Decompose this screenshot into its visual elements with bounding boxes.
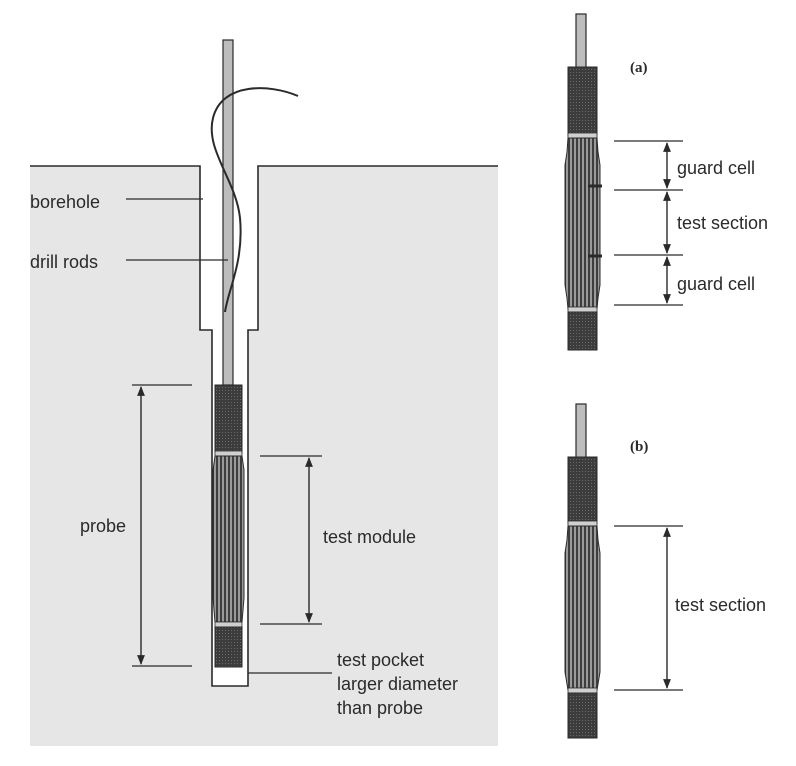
- probe-a-top-collar: [567, 66, 598, 137]
- borehole-outline: [30, 165, 498, 687]
- label-test-pocket-2: larger diameter: [337, 674, 458, 694]
- probe-a-label-guard-bottom: guard cell: [677, 274, 755, 294]
- probe-top-collar: [214, 384, 243, 454]
- probe-b-rod: [575, 403, 587, 460]
- probe-a-membrane: [564, 137, 601, 310]
- label-probe: probe: [80, 516, 126, 536]
- test-module-membrane: [212, 455, 245, 623]
- probe-b-tag: (b): [630, 439, 648, 455]
- probe-a-bottom-collar: [567, 311, 598, 351]
- probe-bottom-collar: [214, 626, 243, 668]
- probe-b-bottom-band: [567, 687, 598, 694]
- probe-top-band: [214, 450, 243, 457]
- probe-b-top-band: [567, 520, 598, 527]
- probe-a-label-guard-top: guard cell: [677, 158, 755, 178]
- probe-b-label-test-section: test section: [675, 595, 766, 615]
- label-drill-rods: drill rods: [30, 252, 98, 272]
- cable: [210, 87, 299, 313]
- probe-b-figure: (b) test section: [564, 403, 766, 739]
- probe-bottom-band: [214, 621, 243, 628]
- probe-a-tag: (a): [630, 60, 648, 76]
- probe-a-rod: [575, 13, 587, 69]
- label-test-pocket-3: than probe: [337, 698, 423, 718]
- probe-b-bottom-collar: [567, 692, 598, 739]
- probe: [212, 384, 245, 668]
- main-figure: borehole drill rods probe test module te…: [30, 39, 498, 746]
- label-test-module: test module: [323, 527, 416, 547]
- label-test-pocket-1: test pocket: [337, 650, 424, 670]
- probe-a-top-band: [567, 132, 598, 139]
- label-borehole: borehole: [30, 192, 100, 212]
- probe-a-label-test-section: test section: [677, 213, 768, 233]
- probe-a-bottom-band: [567, 306, 598, 313]
- probe-b-top-collar: [567, 456, 598, 524]
- probe-a-figure: (a) guard cell test section guard cell: [564, 13, 768, 351]
- probe-b-membrane: [564, 525, 601, 691]
- drill-rod: [222, 39, 234, 386]
